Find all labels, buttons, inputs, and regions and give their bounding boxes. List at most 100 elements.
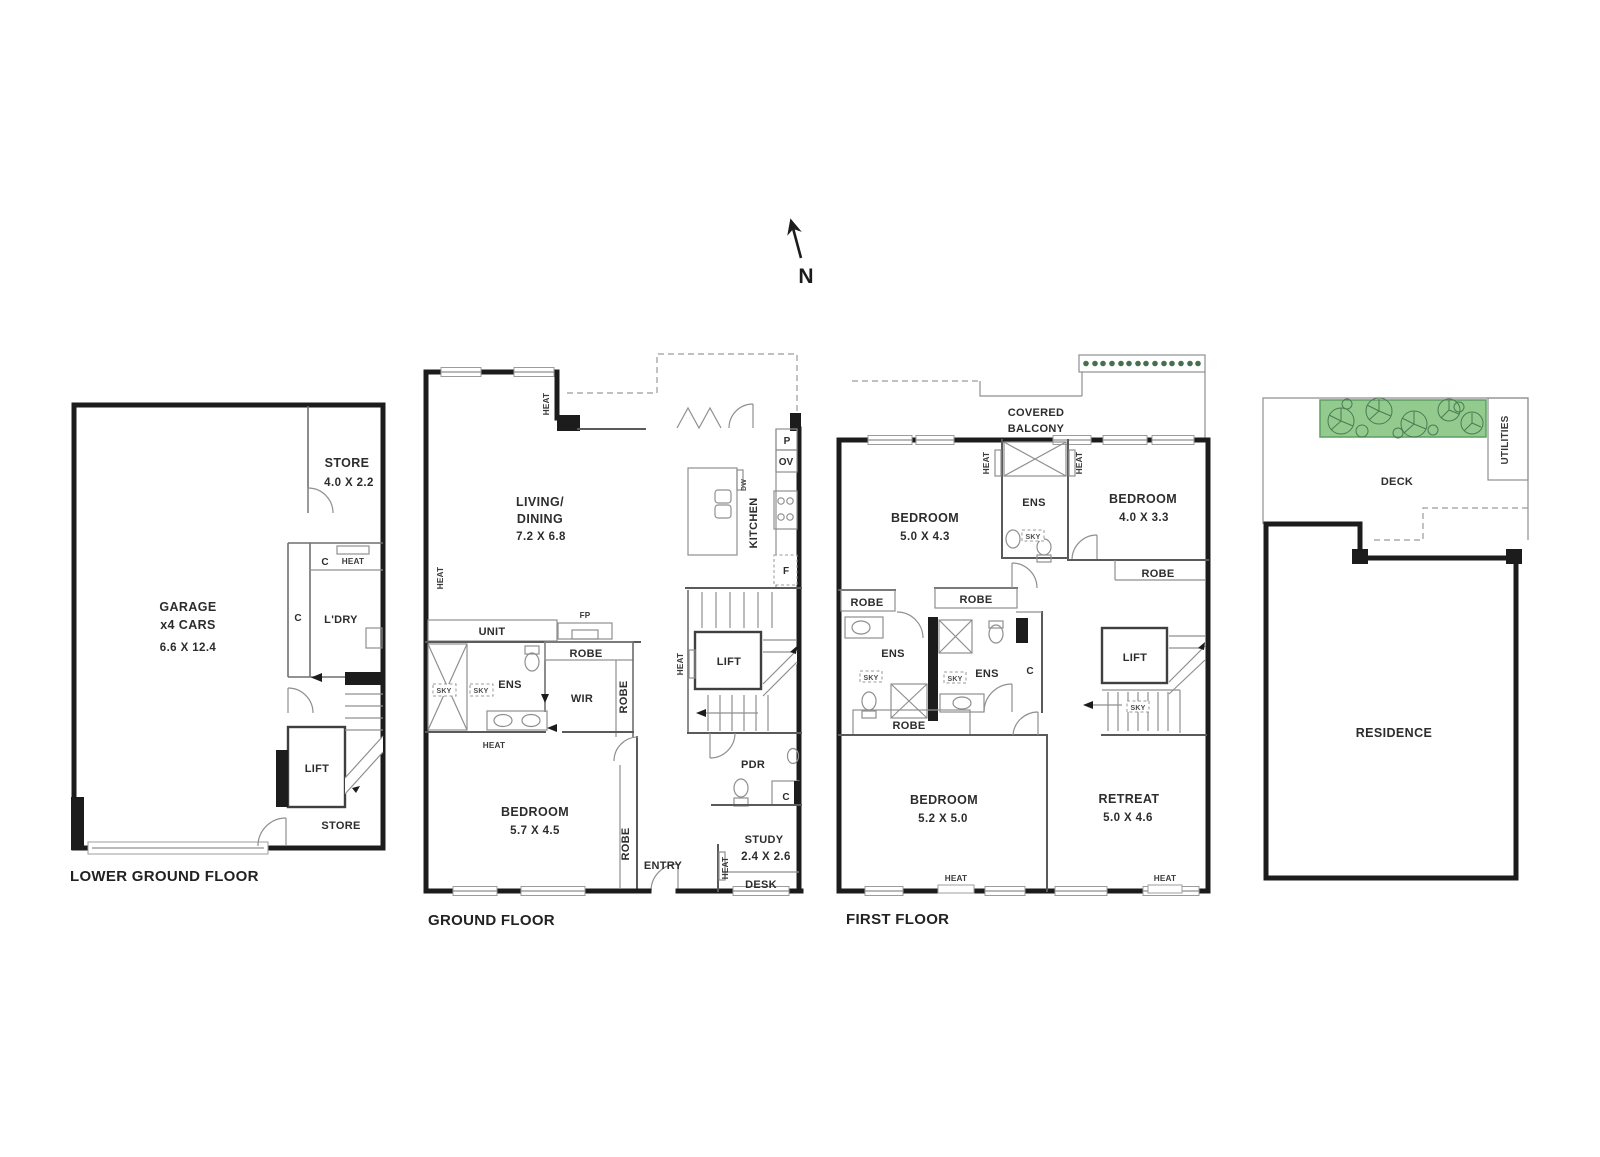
room-label: BEDROOM <box>1109 492 1177 506</box>
stairs-icon <box>1083 689 1181 733</box>
room-dims: 5.2 X 5.0 <box>918 813 968 825</box>
toilet-icon <box>988 620 1004 644</box>
room-label: ENS <box>975 668 999 680</box>
wall-block <box>790 413 801 431</box>
overhead-dashed-outline <box>567 353 798 412</box>
room-dims: 7.2 X 6.8 <box>516 531 566 543</box>
basin-icon <box>786 747 800 765</box>
heat-label: HEAT <box>342 557 364 566</box>
residence-outline <box>1263 521 1519 881</box>
heat-label: HEAT <box>945 874 967 883</box>
door-arc <box>1012 711 1039 736</box>
dishwasher-icon <box>736 469 744 491</box>
room-dims: 5.0 X 4.3 <box>900 531 950 543</box>
robe-label: ROBE <box>851 597 884 609</box>
skylight-box <box>943 671 967 684</box>
room-label: ENS <box>1022 497 1046 509</box>
floor-lower-ground: STORE 4.0 X 2.2 C HEAT C L'DRY GARAGE x4… <box>70 402 386 885</box>
door-arc <box>257 817 287 847</box>
sink-icon <box>714 489 732 504</box>
wall-block <box>928 617 938 721</box>
slider-arrow-icon <box>541 694 549 703</box>
door-arc <box>983 683 1013 713</box>
door-arc <box>728 403 754 429</box>
stair-arrow-icon <box>696 709 706 717</box>
heat-label: HEAT <box>436 567 445 589</box>
floor-ground: HEAT HEAT LIVING/ DINING 7.2 X 6.8 P OV … <box>423 353 804 929</box>
room-dims: 2.4 X 2.6 <box>741 851 791 863</box>
overhead-dashed-outline <box>1372 507 1528 541</box>
door-arc <box>1071 534 1098 561</box>
bifold-door-icon <box>676 406 722 430</box>
shower-icon <box>938 619 973 654</box>
entry-label: ENTRY <box>644 860 683 872</box>
oven-box <box>775 449 798 473</box>
oven-label: OV <box>779 457 794 468</box>
room-label: LIFT <box>305 763 329 775</box>
room-label: ENS <box>498 679 522 691</box>
floor-roof: DECK UTILITIES RESIDENCE <box>1262 397 1529 881</box>
skylight-box <box>1021 529 1045 542</box>
compass-north-label: N <box>798 265 813 288</box>
heat-label: HEAT <box>542 393 551 415</box>
door-arc <box>613 736 639 762</box>
heater-unit-icon <box>718 851 726 881</box>
room-label: STORE <box>325 456 370 470</box>
room-label: LIVING/ <box>516 495 564 509</box>
room-label: RETREAT <box>1099 792 1160 806</box>
room-label: BEDROOM <box>910 793 978 807</box>
room-label: COVERED <box>1008 407 1065 419</box>
room-label: x4 CARS <box>160 618 216 632</box>
room-label: WIR <box>571 693 593 705</box>
basin-icon <box>521 713 541 728</box>
laundry-walls <box>287 542 383 685</box>
wall-block <box>794 781 801 805</box>
stairs-icon <box>344 693 384 795</box>
stairs-icon <box>687 590 773 733</box>
room-dims: 6.6 X 12.4 <box>160 642 217 654</box>
wall-block <box>1016 618 1028 643</box>
lift-shaft <box>1100 626 1169 685</box>
utilities-box <box>1487 397 1529 481</box>
fridge-box <box>773 554 798 586</box>
basin-icon <box>493 713 513 728</box>
heater-unit-icon <box>1147 884 1183 894</box>
toilet-icon <box>733 778 749 807</box>
room-label: STORE <box>321 820 360 832</box>
sink-icon <box>714 504 732 519</box>
room-label: DINING <box>517 512 563 526</box>
door-arc <box>1011 562 1038 589</box>
door-arc <box>896 611 924 639</box>
door-arc <box>307 487 334 514</box>
heat-label: HEAT <box>676 653 685 675</box>
robe-label: ROBE <box>620 828 632 861</box>
compass-north-icon: N <box>787 218 814 288</box>
room-label: ENS <box>881 648 905 660</box>
stair-arrow-icon <box>352 786 360 793</box>
robe-shelf <box>934 587 1018 609</box>
floor-first: COVERED BALCONY HEAT HEAT BEDROOM 5.0 X … <box>836 354 1211 928</box>
wall-block <box>1352 549 1368 564</box>
planter-dots <box>1083 360 1201 367</box>
lift-shaft <box>286 725 347 809</box>
tree-icons <box>1327 397 1484 439</box>
vanity-icon <box>486 710 548 731</box>
door-arc <box>287 687 314 714</box>
wall-block <box>557 415 580 431</box>
pantry-label: P <box>784 436 791 447</box>
vanity-icon <box>844 616 884 639</box>
sky-label: SKY <box>1131 705 1146 712</box>
kitchen-fixtures <box>685 428 802 589</box>
robe-label: ROBE <box>960 594 993 606</box>
skylight-box <box>469 683 494 697</box>
cupboard-label: C <box>782 792 789 803</box>
floor-title: GROUND FLOOR <box>428 912 555 929</box>
room-label: PDR <box>741 759 765 771</box>
stair-arrow-icon <box>1198 642 1205 650</box>
cooktop-icon <box>773 490 798 530</box>
heat-label: HEAT <box>483 741 505 750</box>
cupboard-label: C <box>294 613 301 624</box>
basin-icon <box>1005 529 1021 549</box>
skylight-box <box>859 670 883 683</box>
